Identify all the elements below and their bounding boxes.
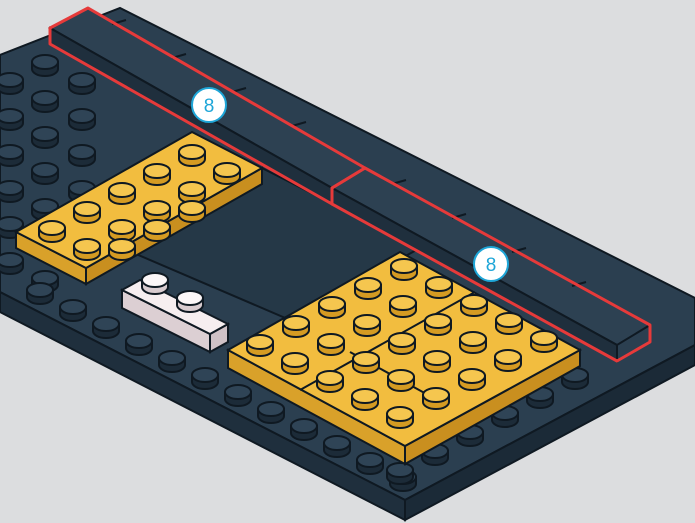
white-brick-stud [142,273,168,294]
yellow-stud [426,277,452,298]
yellow-stud [144,220,170,241]
baseplate-stud [0,253,23,274]
yellow-stud [179,145,205,166]
yellow-stud [109,220,135,241]
yellow-stud [496,313,522,334]
yellow-stud [353,352,379,373]
baseplate-stud [0,73,23,94]
yellow-stud [109,183,135,204]
yellow-stud [144,164,170,185]
baseplate-stud [126,334,152,355]
yellow-stud [495,350,521,371]
baseplate-stud [60,300,86,321]
yellow-stud [390,296,416,317]
yellow-stud [109,239,135,260]
baseplate-stud [32,163,58,184]
baseplate-stud [387,463,413,484]
yellow-stud [423,388,449,409]
yellow-stud [214,163,240,184]
yellow-stud [425,314,451,335]
baseplate-stud [93,317,119,338]
yellow-stud [74,239,100,260]
yellow-stud [247,335,273,356]
callout-left-label: 8 [204,96,215,117]
callout-right: 8 [474,247,508,281]
yellow-stud [317,371,343,392]
baseplate-stud [69,109,95,130]
white-brick-stud [177,291,203,312]
yellow-stud [461,295,487,316]
yellow-stud [387,407,413,428]
baseplate-stud [291,419,317,440]
yellow-stud [318,334,344,355]
yellow-stud [179,182,205,203]
yellow-stud [531,331,557,352]
yellow-stud [460,332,486,353]
yellow-stud [391,259,417,280]
baseplate-stud [192,368,218,389]
baseplate-stud [27,283,53,304]
yellow-stud [354,315,380,336]
yellow-stud [179,201,205,222]
baseplate-stud [69,145,95,166]
yellow-stud [355,278,381,299]
yellow-stud [388,370,414,391]
callout-right-label: 8 [486,255,497,276]
yellow-stud [319,297,345,318]
baseplate-stud [258,402,284,423]
baseplate-stud [357,453,383,474]
baseplate-stud [32,91,58,112]
yellow-stud [283,316,309,337]
yellow-stud [352,389,378,410]
baseplate-stud [159,351,185,372]
baseplate-stud [225,385,251,406]
yellow-stud [459,369,485,390]
yellow-stud [389,333,415,354]
yellow-stud [74,202,100,223]
yellow-stud [424,351,450,372]
baseplate-stud [69,73,95,94]
baseplate-stud [0,145,23,166]
baseplate-stud [32,55,58,76]
yellow-stud [39,221,65,242]
yellow-stud [144,201,170,222]
baseplate-stud [32,127,58,148]
yellow-stud [282,353,308,374]
baseplate-stud [0,109,23,130]
baseplate-stud [0,181,23,202]
callout-left: 8 [192,88,226,122]
baseplate-stud [324,436,350,457]
